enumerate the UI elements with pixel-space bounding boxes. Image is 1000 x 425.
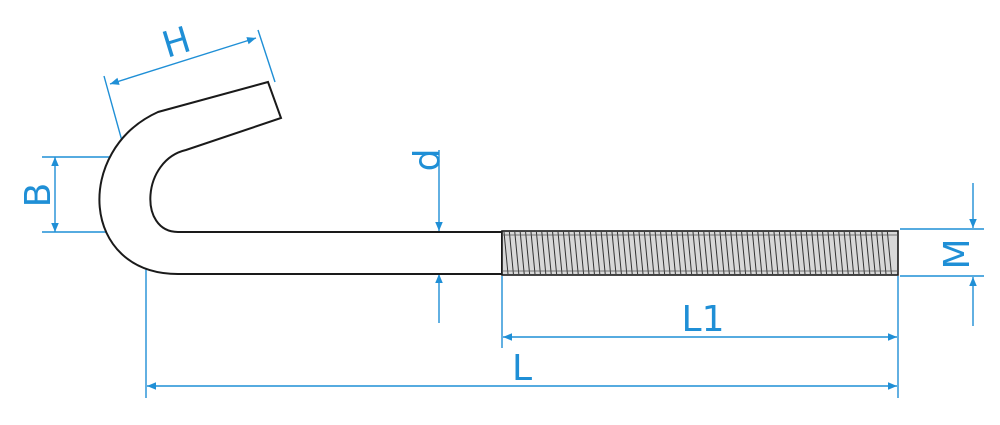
thread-crest [832, 231, 838, 275]
thread-crest [557, 231, 563, 275]
thread-crest [670, 231, 676, 275]
thread-crest [579, 231, 585, 275]
thread-crest [795, 231, 801, 275]
thread-crest [822, 231, 828, 275]
thread-crest [654, 231, 660, 275]
thread-crest [838, 231, 844, 275]
thread-crest [584, 231, 590, 275]
thread-crest [865, 231, 871, 275]
thread-crest [616, 231, 622, 275]
thread-crest [546, 231, 552, 275]
thread-crest [687, 231, 693, 275]
thread-crest [508, 231, 514, 275]
label-l1: L1 [682, 299, 725, 340]
thread-crest [714, 231, 720, 275]
thread-crest [827, 231, 833, 275]
thread-crest [552, 231, 558, 275]
thread-crest [876, 231, 882, 275]
thread-crest [595, 231, 601, 275]
label-l: L [512, 348, 532, 389]
thread-crest [886, 231, 892, 275]
thread-crest [768, 231, 774, 275]
thread-crest [778, 231, 784, 275]
thread-crest [859, 231, 865, 275]
thread-crest [589, 231, 595, 275]
thread-crest [697, 231, 703, 275]
h-dimension-line [109, 37, 257, 85]
thread-crest [811, 231, 817, 275]
thread-crest [703, 231, 709, 275]
thread-crest [638, 231, 644, 275]
label-d: d [407, 149, 448, 172]
thread-crest [849, 231, 855, 275]
thread-crest [600, 231, 606, 275]
thread-crest [751, 231, 757, 275]
thread-crest [881, 231, 887, 275]
hook-bolt [98, 80, 899, 276]
thread-crest [805, 231, 811, 275]
thread-crest [735, 231, 741, 275]
thread-crest [854, 231, 860, 275]
thread-crest [568, 231, 574, 275]
thread-crest [789, 231, 795, 275]
thread-crest [573, 231, 579, 275]
thread-crest [633, 231, 639, 275]
thread-crest [762, 231, 768, 275]
thread-crest [643, 231, 649, 275]
thread-crest [741, 231, 747, 275]
thread-crest [724, 231, 730, 275]
h-extension-line-right [257, 29, 276, 83]
label-m: M [937, 238, 978, 269]
thread-crest [746, 231, 752, 275]
thread-crest [730, 231, 736, 275]
thread-crest [870, 231, 876, 275]
thread-crest [681, 231, 687, 275]
thread-crest [514, 231, 520, 275]
thread-crest [708, 231, 714, 275]
thread-crest [541, 231, 547, 275]
thread-crest [503, 231, 509, 275]
thread-crest [757, 231, 763, 275]
thread-crest [719, 231, 725, 275]
thread-crest [843, 231, 849, 275]
dimension-lines [42, 29, 984, 398]
thread-crest [611, 231, 617, 275]
thread-crest [665, 231, 671, 275]
thread-crest [606, 231, 612, 275]
label-h: H [158, 19, 196, 66]
thread-crest [562, 231, 568, 275]
thread-crest [800, 231, 806, 275]
thread-crest [535, 231, 541, 275]
thread-crest [816, 231, 822, 275]
thread-crest [692, 231, 698, 275]
thread-crest [519, 231, 525, 275]
label-b: B [18, 183, 59, 208]
thread-crest [525, 231, 531, 275]
thread-crest [627, 231, 633, 275]
thread-pattern [503, 231, 892, 275]
thread-crest [530, 231, 536, 275]
thread-crest [784, 231, 790, 275]
thread-crest [622, 231, 628, 275]
thread-crest [773, 231, 779, 275]
hook-outline [98, 80, 503, 275]
thread-crest [660, 231, 666, 275]
thread-crest [649, 231, 655, 275]
thread-crest [676, 231, 682, 275]
